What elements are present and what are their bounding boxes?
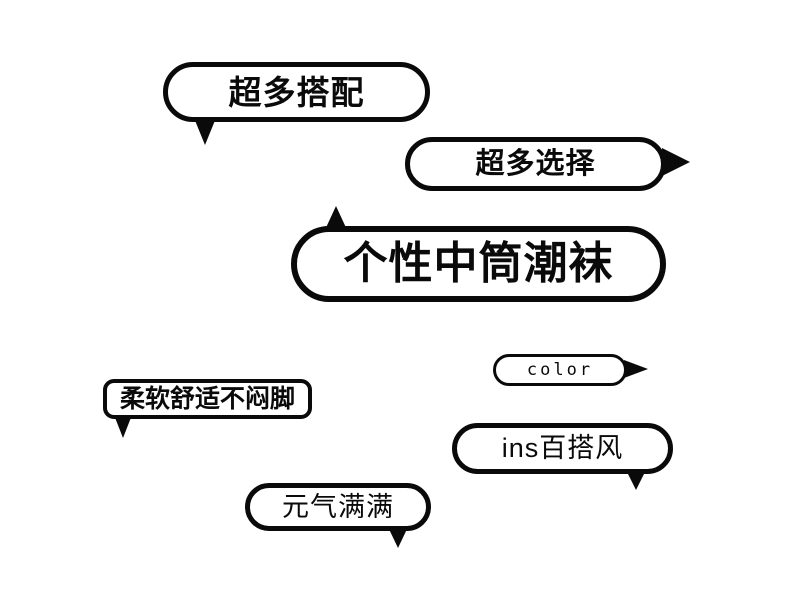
speech-bubble-tail-right-icon — [624, 360, 648, 378]
speech-bubble-tail-down-icon — [194, 118, 216, 145]
speech-bubble-tail-down-icon — [626, 470, 646, 490]
speech-bubble-color[interactable]: color — [493, 354, 627, 386]
speech-bubble-label: 元气满满 — [282, 491, 394, 522]
speech-bubble-main-headline[interactable]: 个性中筒潮袜 — [291, 226, 666, 302]
speech-bubble-tail-down-icon — [114, 415, 132, 438]
speech-bubble-label: 超多选择 — [475, 147, 596, 180]
speech-bubble-tail-down-icon — [388, 527, 408, 548]
speech-bubble-label: ins百搭风 — [501, 433, 624, 463]
speech-bubble-yuanqi-manman[interactable]: 元气满满 — [245, 483, 431, 531]
speech-bubble-ins-baidafeng[interactable]: ins百搭风 — [452, 423, 673, 474]
speech-bubble-chaoduo-xuanze[interactable]: 超多选择 — [405, 137, 666, 191]
speech-bubble-rouruan-shushi[interactable]: 柔软舒适不闷脚 — [103, 379, 312, 419]
speech-bubble-label: 柔软舒适不闷脚 — [119, 384, 295, 413]
speech-bubble-label: 超多搭配 — [228, 73, 365, 111]
speech-bubble-tail-right-icon — [662, 148, 690, 176]
speech-bubble-label: color — [526, 359, 594, 380]
speech-bubble-tail-up-icon — [324, 206, 348, 232]
speech-bubble-label: 个性中筒潮袜 — [343, 239, 614, 288]
speech-bubble-chaoduo-dapei[interactable]: 超多搭配 — [163, 62, 430, 122]
